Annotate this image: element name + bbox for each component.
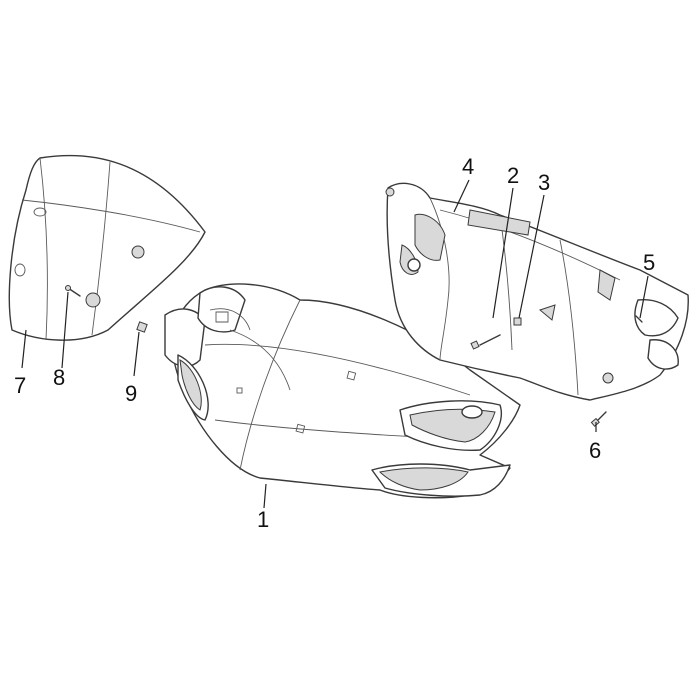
leader-2 <box>492 187 514 319</box>
part-5-screw <box>635 315 643 323</box>
leader-3 <box>518 194 545 319</box>
part-2-screw <box>470 334 501 350</box>
part-6-screw <box>590 411 607 427</box>
callout-6: 6 <box>589 438 601 463</box>
leader-1 <box>263 483 267 509</box>
part-7-cover <box>8 154 206 341</box>
leader-9 <box>133 331 140 377</box>
callout-4: 4 <box>462 154 474 179</box>
leader-lines <box>21 179 649 509</box>
part-9-clip <box>136 321 148 333</box>
callout-7: 7 <box>14 373 26 398</box>
leader-7 <box>21 329 27 369</box>
leader-8 <box>61 291 69 369</box>
callout-9: 9 <box>125 381 137 406</box>
callout-8: 8 <box>53 365 65 390</box>
leader-5 <box>639 275 649 319</box>
callout-3: 3 <box>538 170 550 195</box>
part-1-handlebar-cover <box>164 283 521 499</box>
callout-numbers: 1 2 3 4 5 6 7 8 9 <box>14 154 655 532</box>
leader-4 <box>453 179 470 213</box>
part-8-screw <box>65 285 81 297</box>
rear-handlebar-cover <box>385 182 689 401</box>
callout-1: 1 <box>257 507 269 532</box>
callout-5: 5 <box>643 250 655 275</box>
callout-2: 2 <box>507 163 519 188</box>
